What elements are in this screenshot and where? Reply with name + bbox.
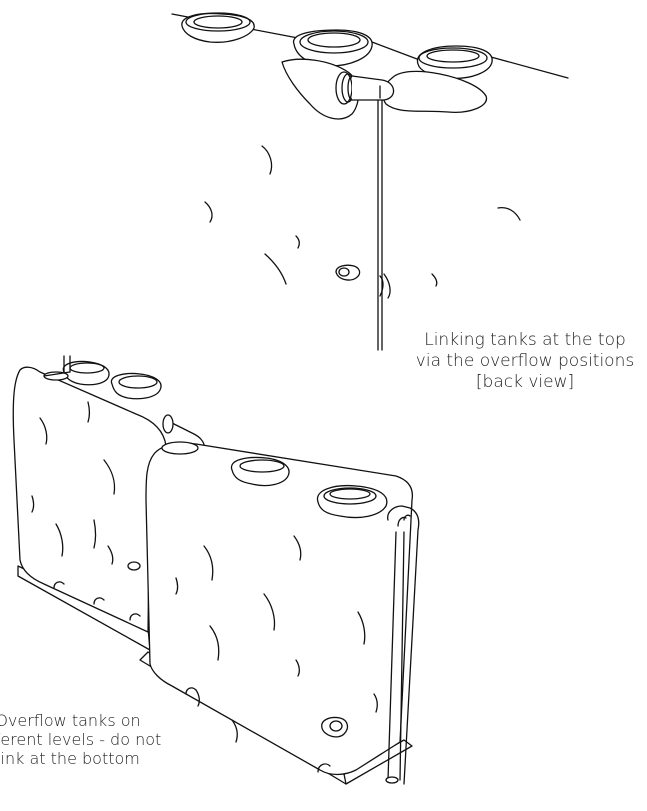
tank-top-edge-line [480, 54, 568, 78]
outlet-nub [336, 265, 360, 280]
caption-bottom-line-2: different levels - do not [0, 730, 188, 749]
caption-bottom-line-3: link at the bottom [0, 749, 188, 768]
inlet-cap-front-2 [317, 486, 386, 518]
caption-top-line-1: Linking tanks at the top [400, 330, 647, 351]
inlet-cap-left [182, 13, 254, 42]
outlet-back [128, 562, 140, 570]
inlet-cap-back-2 [111, 373, 161, 398]
caption-top-line-2: via the overflow positions [400, 351, 647, 372]
caption-bottom: Overflow tanks on different levels - do … [0, 711, 188, 768]
overflow-bulge-right [383, 71, 486, 112]
linking-pipe [352, 76, 394, 350]
caption-top-line-3: [back view] [400, 372, 647, 393]
top-tanks-detail [172, 13, 568, 350]
overflow-inlet-front [162, 442, 198, 454]
caption-top: Linking tanks at the top via the overflo… [400, 330, 647, 393]
outlet-front [322, 717, 348, 736]
caption-bottom-line-1: Overflow tanks on [0, 711, 188, 730]
surface-contour-marks [205, 146, 520, 298]
